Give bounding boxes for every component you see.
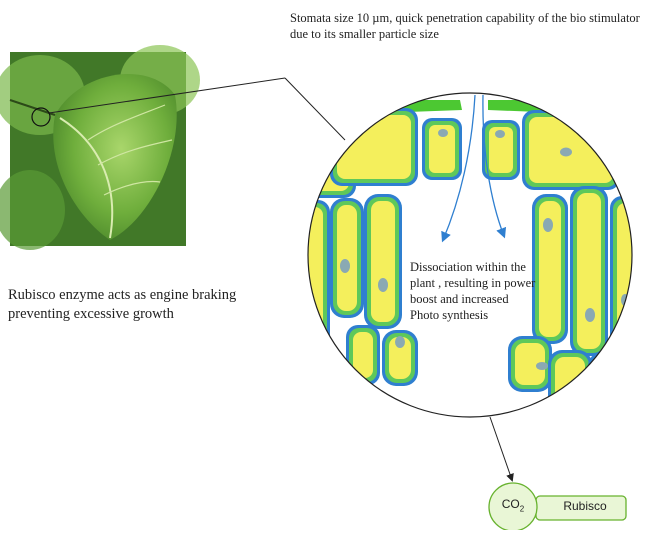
left-palisade-cells (300, 194, 418, 386)
co2-label: CO2 (488, 497, 538, 513)
co2-arrow (490, 417, 512, 480)
connector-line-side (285, 78, 345, 140)
leaf-photo (0, 45, 200, 250)
co2-label-sub: 2 (520, 504, 524, 513)
rubisco-label: Rubisco (546, 499, 624, 513)
stomata-note: Stomata size 10 µm, quick penetration ca… (290, 10, 640, 42)
rubisco-note: Rubisco enzyme acts as engine braking pr… (8, 286, 238, 324)
co2-label-main: CO (502, 497, 520, 511)
dissociation-note: Dissociation within the plant , resultin… (410, 259, 536, 323)
